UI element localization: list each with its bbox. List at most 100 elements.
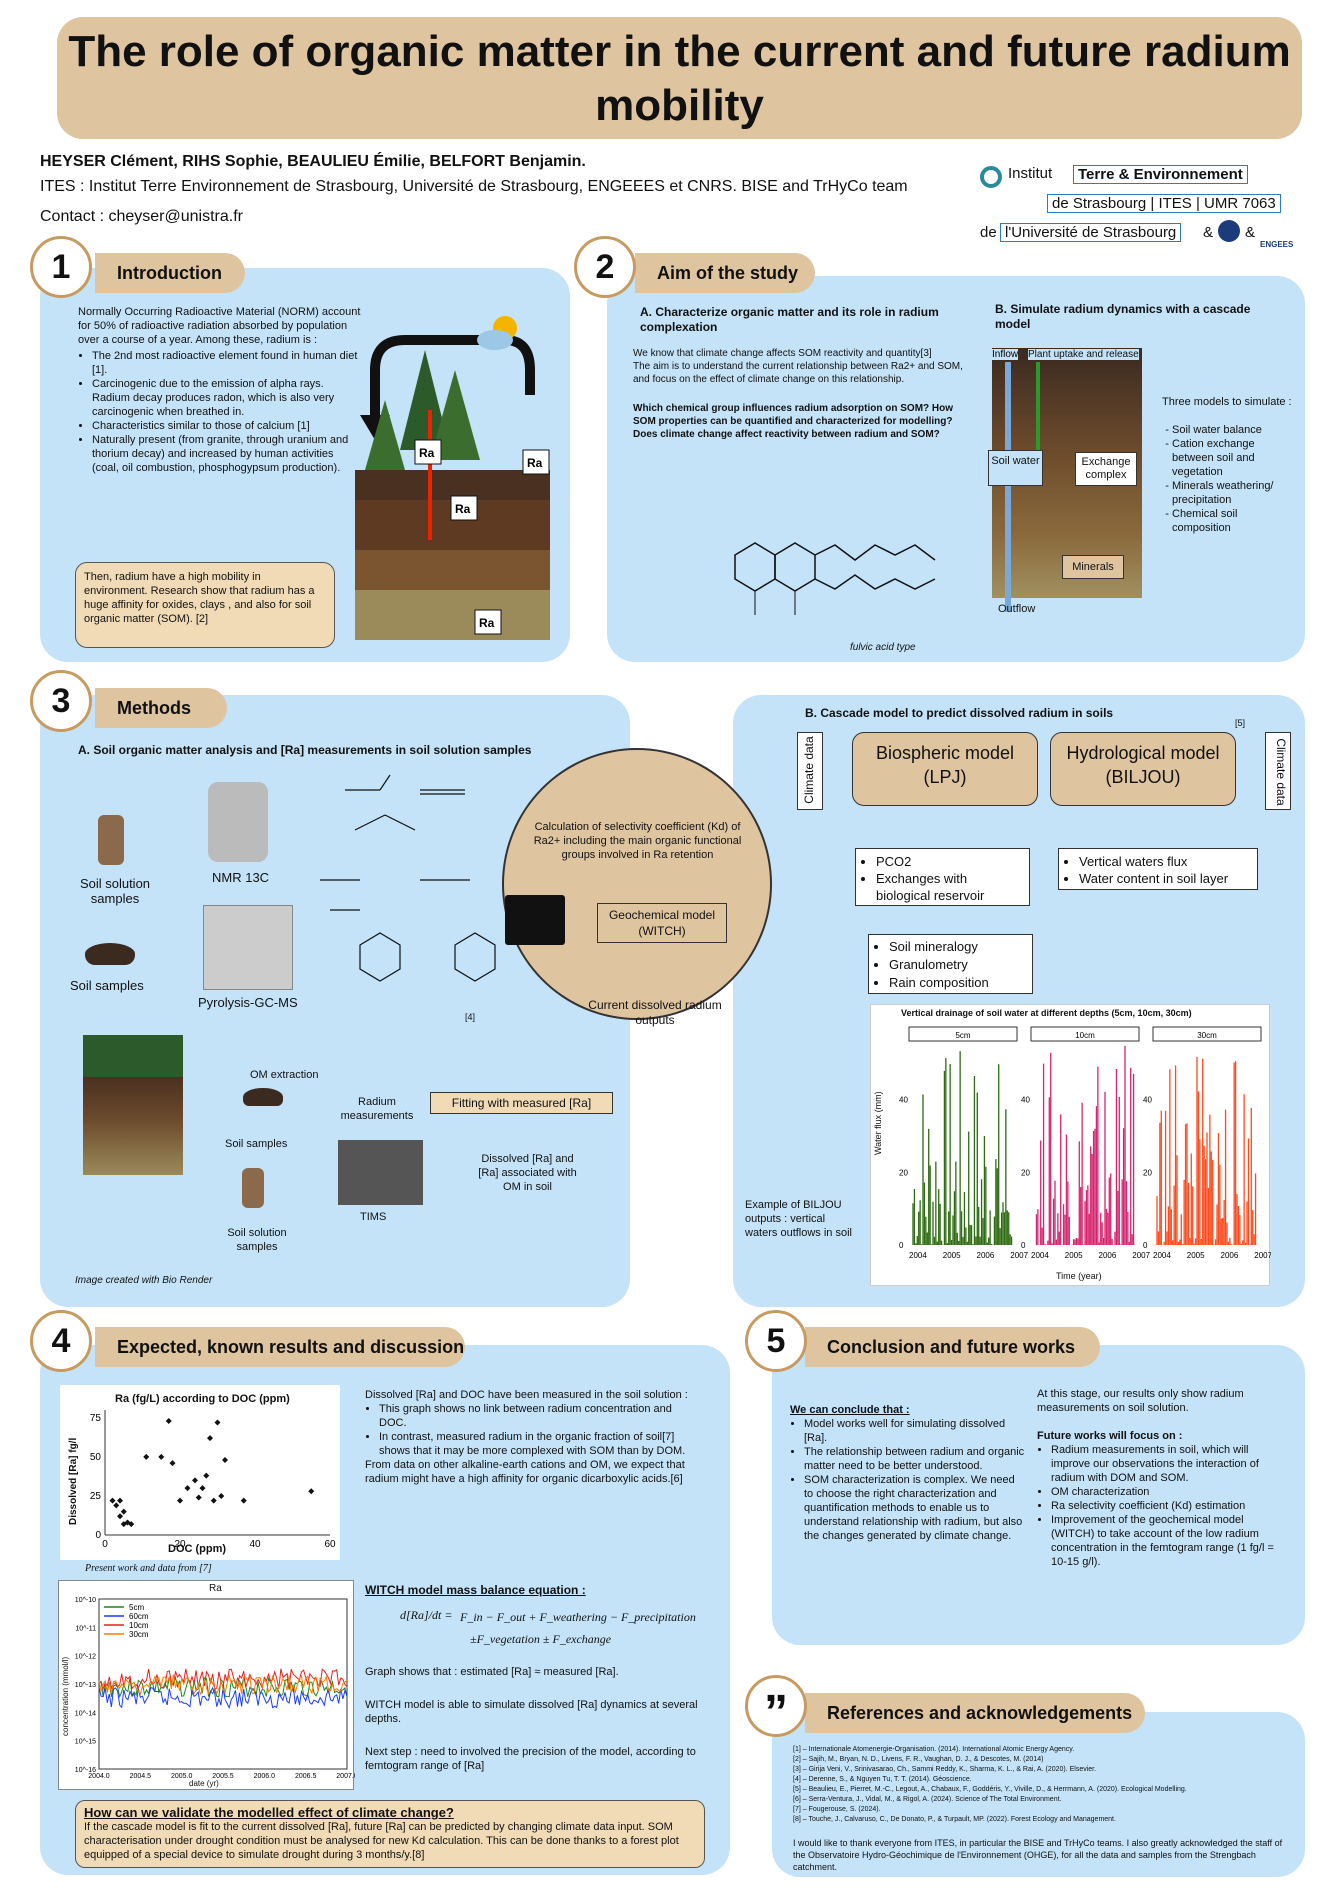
x-tick-label: 2004 <box>909 1251 927 1260</box>
section-number: 4 <box>30 1310 92 1372</box>
data-point <box>113 1502 120 1509</box>
data-point <box>158 1453 165 1460</box>
uptake-label: Plant uptake and release <box>1028 349 1139 360</box>
data-point <box>169 1460 176 1467</box>
series-line <box>98 1673 348 1696</box>
x-axis-label: date (yr) <box>189 1779 219 1788</box>
y-tick-label: 20 <box>1021 1168 1030 1177</box>
om-extraction-label: OM extraction <box>250 1069 319 1081</box>
radium-measurements-label: Radium measurements <box>340 1096 414 1122</box>
legend-label: 10cm <box>129 1621 149 1630</box>
models-intro: Three models to simulate : <box>1162 396 1292 408</box>
chart-title: Vertical drainage of soil water at diffe… <box>901 1008 1192 1018</box>
x-tick-label: 2007 <box>1254 1251 1271 1260</box>
y-tick-label: 10^-10 <box>75 1597 96 1604</box>
y-tick-label: 0 <box>899 1241 904 1250</box>
witch-equation-title: WITCH model mass balance equation : <box>365 1583 586 1597</box>
plant-uptake-arrow <box>1036 362 1040 452</box>
minerals-box: Minerals <box>1062 555 1124 579</box>
y-tick-label: 20 <box>899 1168 908 1177</box>
future-text: At this stage, our results only show rad… <box>1037 1387 1287 1569</box>
chart-title: Ra <box>209 1583 222 1594</box>
reference-item: [7] – Fougerouse, S. (2024). <box>793 1806 881 1813</box>
x-tick-label: 40 <box>249 1539 261 1550</box>
series-line <box>98 1668 348 1691</box>
series-line <box>98 1675 348 1699</box>
x-tick-label: 2007.0 <box>336 1773 355 1780</box>
y-tick-label: 75 <box>90 1413 102 1424</box>
facet-header <box>908 1026 1018 1042</box>
equation-line: F_in − F_out + F_weathering − F_precipit… <box>460 1610 696 1624</box>
list-item: Improvement of the geochemical model (WI… <box>1051 1513 1287 1569</box>
calc-text: Calculation of selectivity coefficient (… <box>533 821 742 861</box>
soil-solution-label: Soil solution samples <box>79 876 151 906</box>
dissolved-text: Dissolved [Ra] and [Ra] associated with … <box>478 1153 577 1193</box>
data-point <box>128 1521 135 1528</box>
list-item: PCO2 <box>876 853 1023 870</box>
y-tick-label: 20 <box>1143 1168 1152 1177</box>
legend-label: 30cm <box>129 1630 149 1639</box>
list-item: Carcinogenic due to the emission of alph… <box>92 377 361 419</box>
biospheric-model-box: Biospheric model (LPJ) <box>852 732 1038 806</box>
list-item: Minerals weathering/ precipitation <box>1172 479 1297 507</box>
future-heading: Future works will focus on : <box>1037 1430 1183 1442</box>
x-tick-label: 60 <box>324 1539 336 1550</box>
intro-text: Normally Occurring Radioactive Material … <box>78 305 361 475</box>
fulvic-label: fulvic acid type <box>850 642 916 653</box>
section-title: Aim of the study <box>635 253 815 293</box>
x-tick-label: 2005.0 <box>171 1773 193 1780</box>
x-axis-label: Time (year) <box>1056 1271 1102 1281</box>
intro-paragraph: Normally Occurring Radioactive Material … <box>78 306 361 346</box>
results-paragraph: From data on other alkaline-earth cation… <box>365 1459 685 1485</box>
y-axis-label: concentration (mmol/l) <box>61 1656 70 1736</box>
pyrolysis-instrument-icon <box>203 905 293 990</box>
facet-header <box>1030 1026 1140 1042</box>
x-tick-label: 2006 <box>977 1251 995 1260</box>
aim-b-title: B. Simulate radium dynamics with a casca… <box>995 302 1251 331</box>
cnrs-logo-icon <box>1218 220 1240 242</box>
logo-text: Institut <box>1008 165 1053 182</box>
validation-text: If the cascade model is fit to the curre… <box>84 1821 679 1861</box>
soil-samples-label: Soil samples <box>70 978 144 993</box>
section-title: Expected, known results and discussion <box>95 1327 465 1367</box>
list-item: This graph shows no link between radium … <box>379 1402 695 1430</box>
ref-label: [4] <box>465 1012 476 1022</box>
data-point <box>210 1497 217 1504</box>
inflow-label: Inflow <box>992 349 1019 360</box>
list-item: OM characterization <box>1051 1485 1287 1499</box>
y-tick-label: 10^-11 <box>75 1625 96 1632</box>
aim-text: The aim is to understand the current rel… <box>633 361 963 385</box>
soil-solution-bottle-icon <box>242 1168 264 1208</box>
climate-data-right: Climate data <box>1265 732 1291 810</box>
quote-icon: ” <box>745 1675 807 1739</box>
fulvic-acid-structure <box>734 542 936 615</box>
section-number: 5 <box>745 1310 807 1372</box>
svg-text:Ra: Ra <box>479 616 495 630</box>
outputs-text: Current dissolved radium outputs <box>588 998 722 1027</box>
y-tick-label: 0 <box>1143 1241 1148 1250</box>
section-number: 3 <box>30 670 92 732</box>
list-item: In contrast, measured radium in the orga… <box>379 1430 695 1458</box>
x-tick-label: 2005 <box>943 1251 961 1260</box>
list-item: Cation exchange between soil and vegetat… <box>1172 437 1297 479</box>
logo-text: & <box>1203 224 1214 241</box>
intro-highlight-box: Then, radium have a high mobility in env… <box>75 562 335 648</box>
ites-logo-icon <box>980 166 1002 188</box>
y-tick-label: 25 <box>90 1491 102 1502</box>
data-point <box>143 1453 150 1460</box>
climate-data-label: Climate data <box>802 736 816 804</box>
data-point <box>218 1492 225 1499</box>
list-item: Characteristics similar to those of calc… <box>92 419 361 433</box>
results-intro: Dissolved [Ra] and DOC have been measure… <box>365 1389 688 1401</box>
models-text: Three models to simulate : Soil water ba… <box>1162 395 1297 535</box>
conclude-heading: We can conclude that : <box>790 1404 910 1416</box>
nmr-label: NMR 13C <box>212 870 270 885</box>
x-tick-label: 2005 <box>1065 1251 1083 1260</box>
mineral-list-box: Soil mineralogyGranulometryRain composit… <box>868 934 1033 994</box>
y-tick-label: 10^-13 <box>75 1682 96 1689</box>
reference-item: [5] – Beaulieu, E., Pierret, M.-C., Lego… <box>793 1786 1187 1793</box>
climate-data-left: Climate data <box>797 732 823 810</box>
soil-solution-label: Soil solution samples <box>227 1227 287 1253</box>
